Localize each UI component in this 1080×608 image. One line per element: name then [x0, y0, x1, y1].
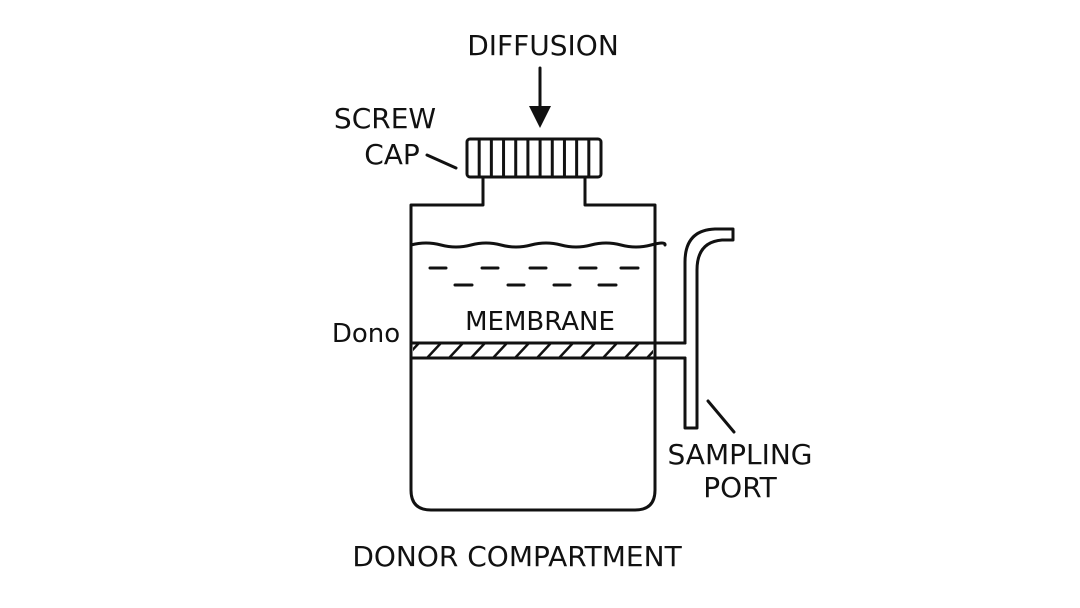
- dono-label: Dono: [332, 319, 400, 349]
- sampling-label: SAMPLING: [668, 438, 813, 471]
- membrane: [409, 341, 687, 360]
- diffusion-label: DIFFUSION: [467, 29, 619, 62]
- membrane-hatch: [470, 344, 486, 357]
- sampling-port-tube: [683, 227, 735, 430]
- membrane-hatch: [669, 343, 683, 358]
- vessel-body: [409, 175, 657, 512]
- membrane-hatch: [448, 344, 464, 357]
- screw-label: SCREW: [334, 102, 436, 135]
- membrane-hatch: [536, 344, 552, 357]
- membrane-hatch: [624, 344, 640, 357]
- screw-cap: [465, 137, 603, 179]
- membrane-hatch: [426, 344, 442, 357]
- membrane-hatch: [492, 344, 508, 357]
- diffusion-arrow: [529, 66, 551, 128]
- membrane-hatch: [602, 344, 618, 357]
- liquid-dashes: [428, 266, 640, 287]
- membrane-hatch: [646, 349, 653, 357]
- cap-label: CAP: [364, 138, 420, 171]
- membrane-hatch: [580, 344, 596, 357]
- membrane-label: MEMBRANE: [465, 307, 615, 337]
- membrane-hatch: [413, 344, 420, 352]
- membrane-hatch: [514, 344, 530, 357]
- cap-leader-line: [425, 153, 458, 170]
- donor-compartment-label: DONOR COMPARTMENT: [352, 540, 682, 573]
- membrane-hatch: [558, 344, 574, 357]
- port-label: PORT: [703, 471, 777, 504]
- sampling-leader-line: [706, 399, 736, 434]
- liquid-surface: [409, 241, 667, 249]
